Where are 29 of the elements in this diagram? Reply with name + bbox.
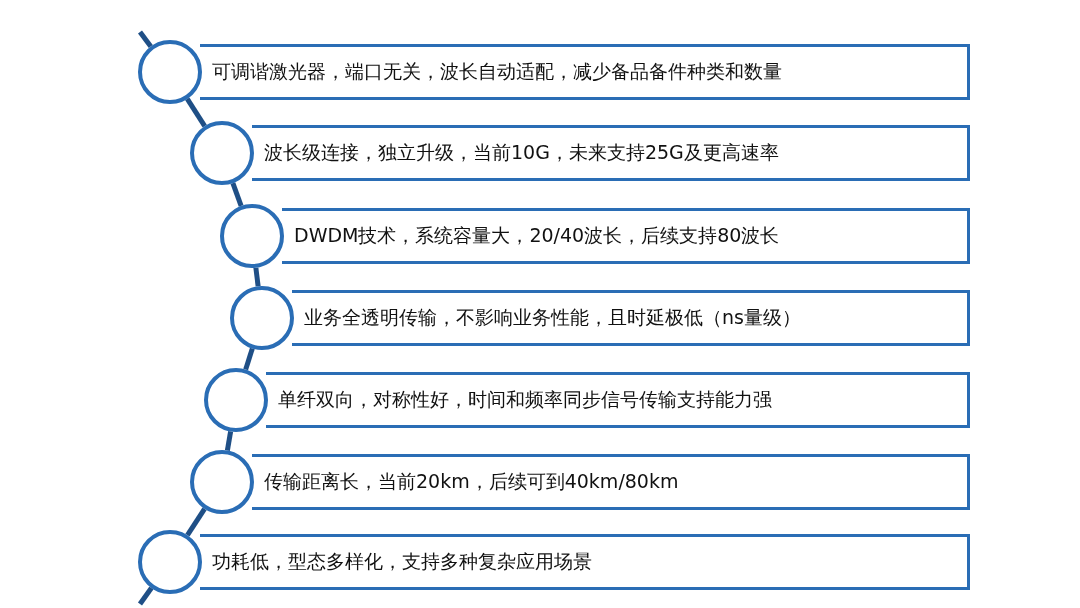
timeline-circle — [190, 121, 254, 185]
feature-box — [200, 534, 970, 590]
feature-box — [266, 372, 970, 428]
feature-text: 业务全透明传输，不影响业务性能，且时延极低（ns量级） — [304, 305, 801, 330]
timeline-line — [230, 182, 244, 207]
timeline-circle — [204, 368, 268, 432]
feature-text: DWDM技术，系统容量大，20/40波长，后续支持80波长 — [294, 223, 780, 248]
feature-box — [252, 454, 970, 510]
feature-text: 传输距离长，当前20km，后续可到40km/80km — [264, 469, 679, 494]
feature-text: 波长级连接，独立升级，当前10G，未来支持25G及更高速率 — [264, 140, 779, 165]
timeline-circle — [138, 40, 202, 104]
feature-text: 单纤双向，对称性好，时间和频率同步信号传输支持能力强 — [278, 387, 772, 412]
timeline-circle — [220, 204, 284, 268]
timeline-line — [243, 347, 255, 371]
feature-box — [282, 208, 970, 264]
feature-box — [252, 125, 970, 181]
timeline-line — [185, 97, 207, 128]
timeline-circle — [230, 286, 294, 350]
timeline-line — [137, 586, 154, 606]
timeline-circle — [190, 450, 254, 514]
timeline-line — [253, 267, 261, 287]
timeline-line — [224, 431, 234, 451]
feature-box — [292, 290, 970, 346]
feature-text: 可调谐激光器，端口无关，波长自动适配，减少备品备件种类和数量 — [212, 59, 782, 84]
timeline-circle — [138, 530, 202, 594]
feature-text: 功耗低，型态多样化，支持多种复杂应用场景 — [212, 549, 592, 574]
timeline-line — [138, 30, 153, 48]
feature-box — [200, 44, 970, 100]
timeline-line — [185, 507, 207, 537]
